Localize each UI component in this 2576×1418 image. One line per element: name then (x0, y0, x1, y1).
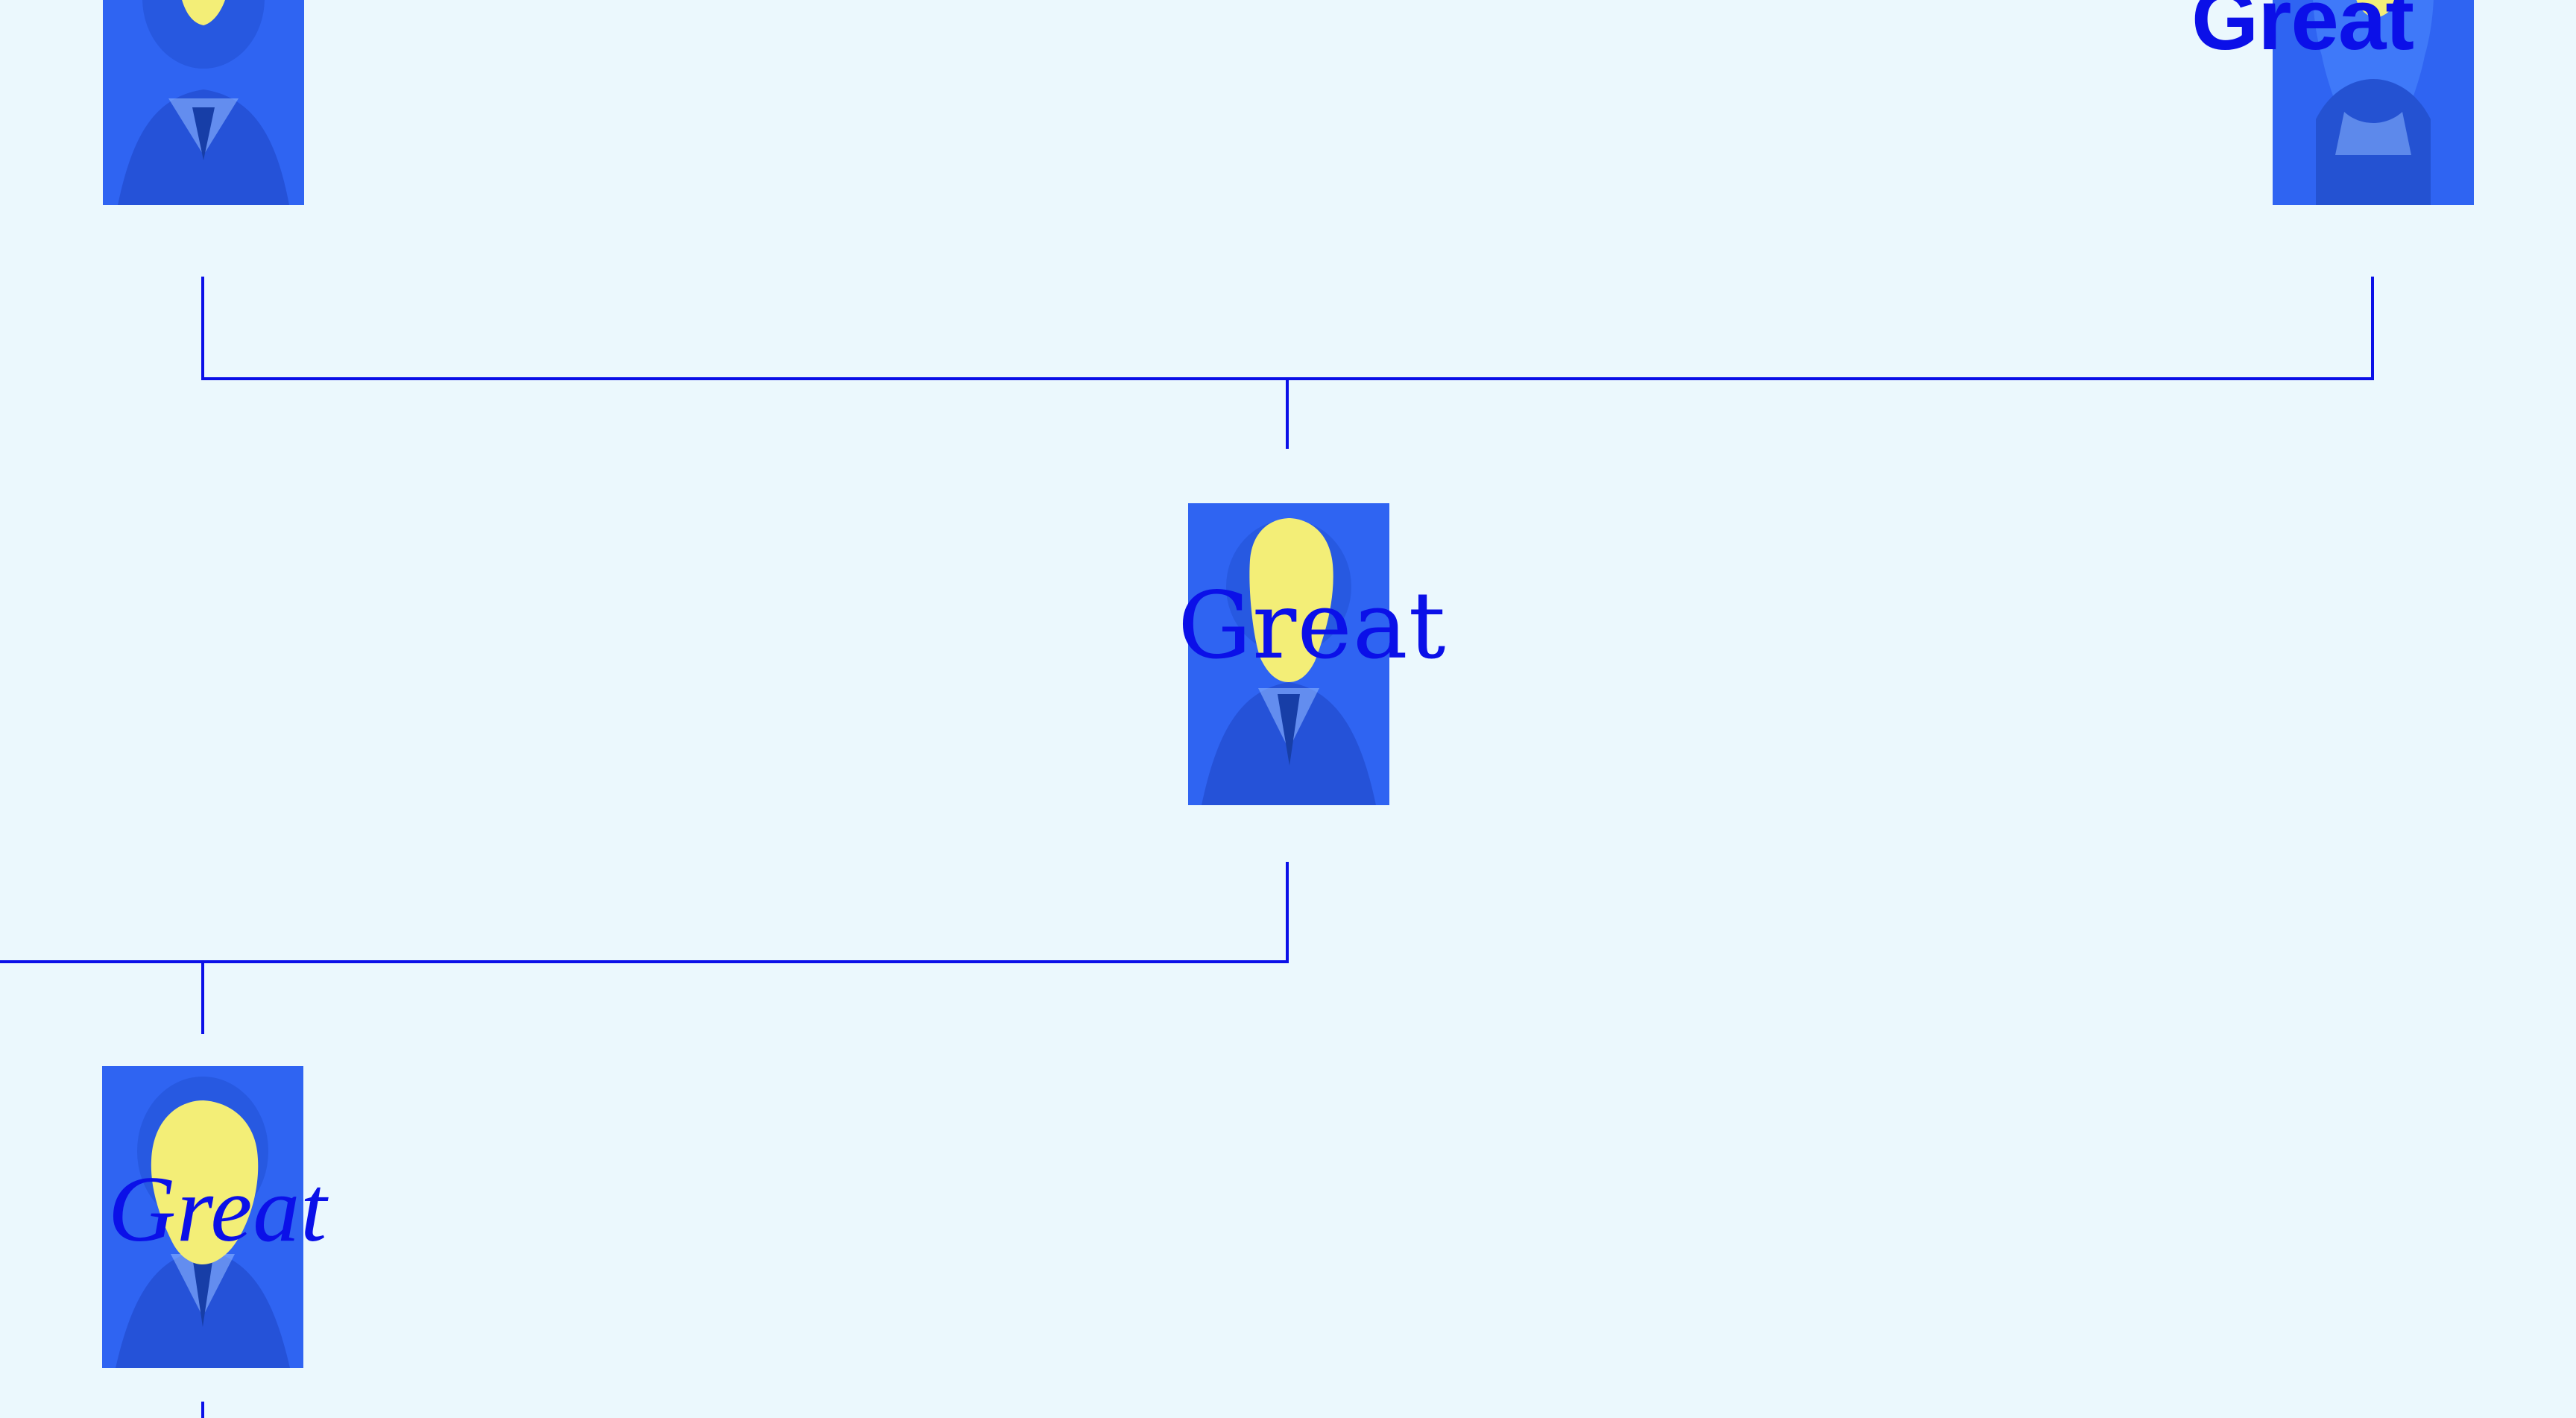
bottom-left-portrait (102, 1066, 303, 1368)
center-portrait (1188, 503, 1389, 805)
top-right-portrait (2273, 0, 2474, 205)
top-left-portrait (103, 0, 304, 205)
